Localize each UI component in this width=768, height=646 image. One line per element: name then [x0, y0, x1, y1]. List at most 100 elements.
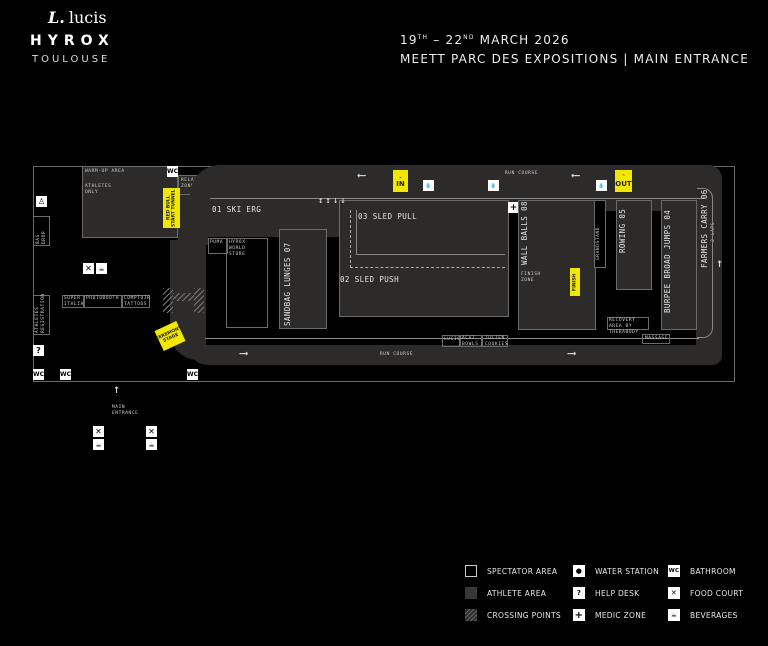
roxzone-out: ⌃ OUT: [615, 170, 632, 192]
run-arrow-right: ↑: [716, 256, 724, 270]
station-sled-pull: 03 SLED PULL: [358, 212, 417, 221]
station-sandbag-lunges: [279, 229, 327, 329]
run-course-top-label: RUN COURSE: [505, 171, 539, 176]
course-left-ramp: [178, 195, 208, 245]
grandstand-label: GRANDSTAND: [596, 226, 601, 260]
date-end: 22: [445, 33, 464, 47]
station-ski-erg: 01 SKI ERG: [212, 205, 262, 214]
legend-label: MEDIC ZONE: [595, 610, 647, 620]
legend-athlete-area: ATHLETE AREA: [465, 587, 546, 599]
run-arrow-top-1: ⟵: [358, 168, 366, 182]
legend-label: FOOD COURT: [690, 588, 744, 598]
lucis-wordmark: lucis: [68, 8, 107, 27]
relay-zone-label: RELAY ZONE: [181, 178, 198, 189]
legend-crossing-points: CROSSING POINTS: [465, 609, 561, 621]
legend-medic-zone: + MEDIC ZONE: [573, 609, 646, 621]
food-court-icon: ✕: [83, 263, 94, 274]
lucis-booth-label: LUCIS: [444, 337, 461, 342]
wc-icon: WC: [668, 565, 680, 577]
date-month-year: MARCH 2026: [474, 33, 570, 47]
roxzone-in: ⌄ IN: [393, 170, 408, 192]
legend-beverages: ☕ BEVERAGES: [668, 609, 738, 621]
beverage-icon: ☕: [146, 439, 157, 450]
run-arrow-top-2: ⟵: [572, 168, 580, 182]
legend-label: BEVERAGES: [690, 610, 738, 620]
lucis-logo: L.lucis: [48, 8, 107, 27]
out-label: OUT: [615, 180, 632, 188]
super-italia-booth: [62, 295, 84, 308]
legend-label: HELP DESK: [595, 588, 640, 598]
sled-lane-solid: [356, 210, 505, 255]
bathroom-icon: WC: [186, 369, 199, 380]
station-rowing-label: ROWING 05: [618, 208, 627, 253]
help-desk-icon: ?: [33, 345, 44, 356]
beverage-icon: ☕: [96, 263, 107, 274]
athletes-only-label: ATHLETES ONLY: [85, 184, 112, 195]
station-sled-push: 02 SLED PUSH: [340, 275, 399, 284]
crossing-point: [194, 288, 204, 313]
crossing-point: [163, 288, 173, 313]
grandstand: [594, 200, 606, 268]
bathroom-icon: WC: [32, 369, 45, 380]
in-chevron-icon: ⌄: [398, 174, 403, 180]
date-start: 19: [400, 33, 418, 47]
run-route-bottom: [205, 338, 699, 339]
out-chevron-icon: ⌃: [621, 174, 626, 180]
finish-marker: FINISH: [570, 268, 580, 296]
in-label: IN: [396, 180, 405, 188]
event-dates: 19TH – 22ND MARCH 2026: [400, 33, 570, 47]
legend-food-court: ✕ FOOD COURT: [668, 587, 743, 599]
station-sled-area: [339, 200, 509, 317]
medic-cross-icon: +: [573, 609, 585, 621]
finish-zone-label: FINISH ZONE: [521, 272, 541, 283]
bathroom-icon: WC: [59, 369, 72, 380]
legend-spectator-area: SPECTATOR AREA: [465, 565, 557, 577]
legend-bathroom: WC BATHROOM: [668, 565, 736, 577]
warmup-area: [82, 166, 178, 238]
water-station-icon: 💧: [488, 180, 499, 191]
hyrox-store: [226, 238, 268, 328]
station-burpee-label: BURPEE BROAD JUMPS 04: [663, 209, 672, 313]
lucis-mark: L.: [48, 8, 65, 27]
photobooth: [84, 295, 122, 308]
photobooth-label: PHOTOBOOTH: [86, 296, 120, 301]
bag-drop-label: BAG DROP: [36, 230, 47, 244]
super-italia-label: SUPER ITALIA: [64, 296, 84, 307]
puma-label: PUMA: [210, 240, 224, 245]
lucis-booth: [442, 335, 460, 347]
medic-icon: +: [508, 202, 519, 213]
venue-map: WARM-UP AREA ATHLETES ONLY RELAY ZONE RU…: [32, 165, 735, 450]
legend-help-desk: ? HELP DESK: [573, 587, 639, 599]
recovery-area: [607, 317, 649, 330]
food-court-icon: ✕: [93, 426, 104, 437]
crossing-point: [173, 293, 194, 301]
hyrox-logo: HYROX: [30, 33, 115, 49]
comptoir-booth: [122, 295, 150, 308]
julien-booth-label: JULIEN COOKIES: [485, 336, 509, 347]
run-route-top: [210, 198, 704, 199]
station-wall-balls-label: WALL BALLS 08: [520, 201, 529, 265]
julien-booth: [482, 335, 508, 347]
spectator-area-swatch-icon: [465, 565, 477, 577]
legend-label: SPECTATOR AREA: [487, 566, 558, 576]
acai-booth-label: ACAI BOWLS: [462, 336, 479, 347]
water-drop-icon: ●: [573, 565, 585, 577]
hyrox-store-label: HYROX WORLD STORE: [229, 240, 246, 257]
water-station-icon: 💧: [423, 180, 434, 191]
run-arrow-bottom-1: ⟶: [240, 346, 248, 360]
crossing-points-swatch-icon: [465, 609, 477, 621]
puma-booth: [208, 238, 228, 254]
bathroom-icon: WC: [166, 166, 179, 177]
station-burpee-broad-jumps: [661, 200, 697, 330]
start-tunnel: RED BULL START TUNNEL: [163, 188, 180, 228]
recovery-label: RECOVERY AREA BY THERABODY: [609, 318, 639, 335]
run-course-bottom-label: RUN COURSE: [380, 352, 414, 357]
date-sep: –: [428, 33, 446, 47]
entrance-arrow-icon: ↑: [113, 382, 121, 396]
cutlery-icon: ✕: [668, 587, 680, 599]
main-entrance-label: MAIN ENTRANCE: [112, 405, 139, 416]
farmers-lane: [697, 188, 713, 338]
sled-lane-dashed: [350, 210, 505, 268]
station-rowing: [616, 200, 652, 290]
water-station-icon: 💧: [596, 180, 607, 191]
